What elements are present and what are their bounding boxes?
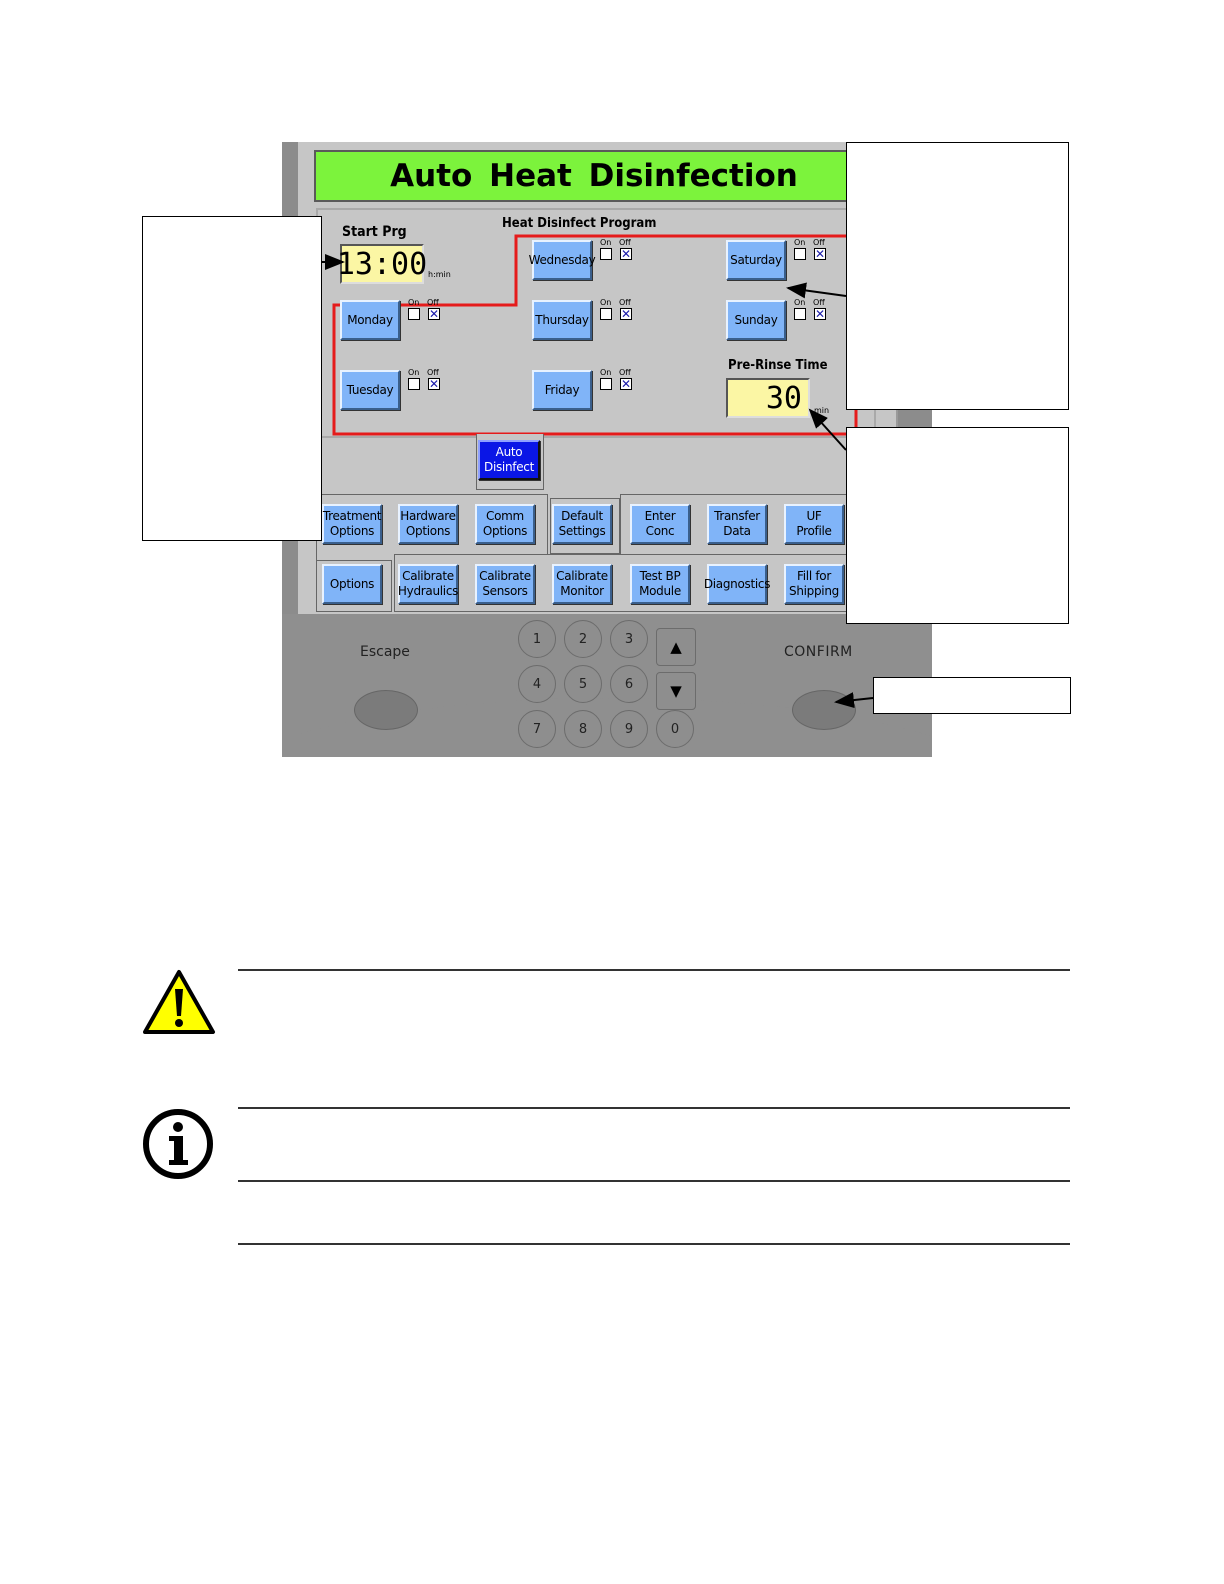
tab-treatment-options[interactable]: Treatment Options: [322, 504, 382, 544]
saturday-on-label: On: [794, 238, 806, 247]
callout-arrows: [322, 254, 874, 709]
pre-rinse-label: Pre-Rinse Time: [728, 358, 828, 373]
day-button-saturday[interactable]: Saturday: [726, 240, 786, 280]
thursday-off-checkbox[interactable]: ✕: [620, 306, 632, 321]
wednesday-on-checkbox[interactable]: [600, 248, 612, 260]
machine-panel: Auto Heat Disinfection Start Prg 13:00 h…: [282, 142, 932, 757]
key-2[interactable]: 2: [564, 620, 602, 658]
key-6[interactable]: 6: [610, 665, 648, 703]
day-button-tuesday[interactable]: Tuesday: [340, 370, 400, 410]
callout-box-left: [142, 216, 322, 541]
pre-rinse-field[interactable]: 30: [726, 378, 810, 418]
thursday-on-checkbox[interactable]: [600, 308, 612, 320]
monday-on-label: On: [408, 298, 420, 307]
sunday-on-label: On: [794, 298, 806, 307]
sunday-off-label: Off: [813, 298, 825, 307]
tab-calibrate-sensors[interactable]: Calibrate Sensors: [475, 564, 535, 604]
screen-title: Auto Heat Disinfection: [314, 150, 874, 202]
monday-off-label: Off: [427, 298, 439, 307]
tuesday-off-checkbox[interactable]: ✕: [428, 376, 440, 391]
tab-comm-options[interactable]: Comm Options: [475, 504, 535, 544]
tab-default-settings[interactable]: Default Settings: [552, 504, 612, 544]
confirm-label: CONFIRM: [784, 644, 853, 660]
key-3[interactable]: 3: [610, 620, 648, 658]
monday-on-checkbox[interactable]: [408, 308, 420, 320]
down-arrow-key[interactable]: ▼: [656, 672, 696, 710]
day-button-wednesday[interactable]: Wednesday: [529, 240, 596, 280]
day-button-friday[interactable]: Friday: [532, 370, 592, 410]
wednesday-on-label: On: [600, 238, 612, 247]
key-4[interactable]: 4: [518, 665, 556, 703]
tuesday-on-label: On: [408, 368, 420, 377]
callout-box-mid-right: [846, 427, 1069, 624]
warning-top-rule: [238, 969, 1070, 971]
callout-box-confirm: [873, 677, 1071, 714]
callout-box-top-right: [846, 142, 1069, 410]
day-button-thursday[interactable]: Thursday: [532, 300, 592, 340]
tab-calibrate-hydraulics[interactable]: Calibrate Hydraulics: [398, 564, 458, 604]
key-9[interactable]: 9: [610, 710, 648, 748]
note-middle-rule: [238, 1180, 1070, 1182]
touch-screen: Auto Heat Disinfection Start Prg 13:00 h…: [298, 142, 898, 614]
wednesday-off-checkbox[interactable]: ✕: [620, 246, 632, 261]
key-7[interactable]: 7: [518, 710, 556, 748]
program-frame: Start Prg 13:00 h:min Heat Disinfect Pro…: [316, 208, 876, 438]
saturday-off-label: Off: [813, 238, 825, 247]
program-label: Heat Disinfect Program: [502, 216, 657, 231]
wednesday-off-label: Off: [619, 238, 631, 247]
thursday-off-label: Off: [619, 298, 631, 307]
tab-options[interactable]: Options: [322, 564, 382, 604]
tab-enter-conc[interactable]: Enter Conc: [630, 504, 690, 544]
sunday-on-checkbox[interactable]: [794, 308, 806, 320]
key-8[interactable]: 8: [564, 710, 602, 748]
saturday-off-checkbox[interactable]: ✕: [814, 246, 826, 261]
saturday-on-checkbox[interactable]: [794, 248, 806, 260]
friday-off-checkbox[interactable]: ✕: [620, 376, 632, 391]
warning-triangle-icon: [143, 970, 215, 1034]
start-program-label: Start Prg: [342, 224, 407, 240]
escape-label: Escape: [360, 644, 410, 660]
tuesday-on-checkbox[interactable]: [408, 378, 420, 390]
day-button-sunday[interactable]: Sunday: [726, 300, 786, 340]
start-time-field[interactable]: 13:00: [337, 244, 427, 284]
start-time-unit: h:min: [428, 270, 451, 279]
friday-on-label: On: [600, 368, 612, 377]
tuesday-off-label: Off: [427, 368, 439, 377]
monday-off-checkbox[interactable]: ✕: [428, 306, 440, 321]
up-arrow-key[interactable]: ▲: [656, 628, 696, 666]
tab-hardware-options[interactable]: Hardware Options: [398, 504, 458, 544]
thursday-on-label: On: [600, 298, 612, 307]
tab-test-bp-module[interactable]: Test BP Module: [630, 564, 690, 604]
friday-on-checkbox[interactable]: [600, 378, 612, 390]
key-1[interactable]: 1: [518, 620, 556, 658]
info-circle-icon: [143, 1109, 213, 1179]
tab-diagnostics[interactable]: Diagnostics: [704, 564, 770, 604]
tab-fill-for-shipping[interactable]: Fill for Shipping: [784, 564, 844, 604]
note-top-rule: [238, 1107, 1070, 1109]
escape-button[interactable]: [354, 690, 418, 730]
tab-transfer-data[interactable]: Transfer Data: [707, 504, 767, 544]
sunday-off-checkbox[interactable]: ✕: [814, 306, 826, 321]
tab-calibrate-monitor[interactable]: Calibrate Monitor: [552, 564, 612, 604]
auto-disinfect-tab[interactable]: Auto Disinfect: [478, 440, 540, 480]
friday-off-label: Off: [619, 368, 631, 377]
key-5[interactable]: 5: [564, 665, 602, 703]
note-bottom-rule: [238, 1243, 1070, 1245]
day-button-monday[interactable]: Monday: [340, 300, 400, 340]
key-0[interactable]: 0: [656, 710, 694, 748]
tab-uf-profile[interactable]: UF Profile: [784, 504, 844, 544]
